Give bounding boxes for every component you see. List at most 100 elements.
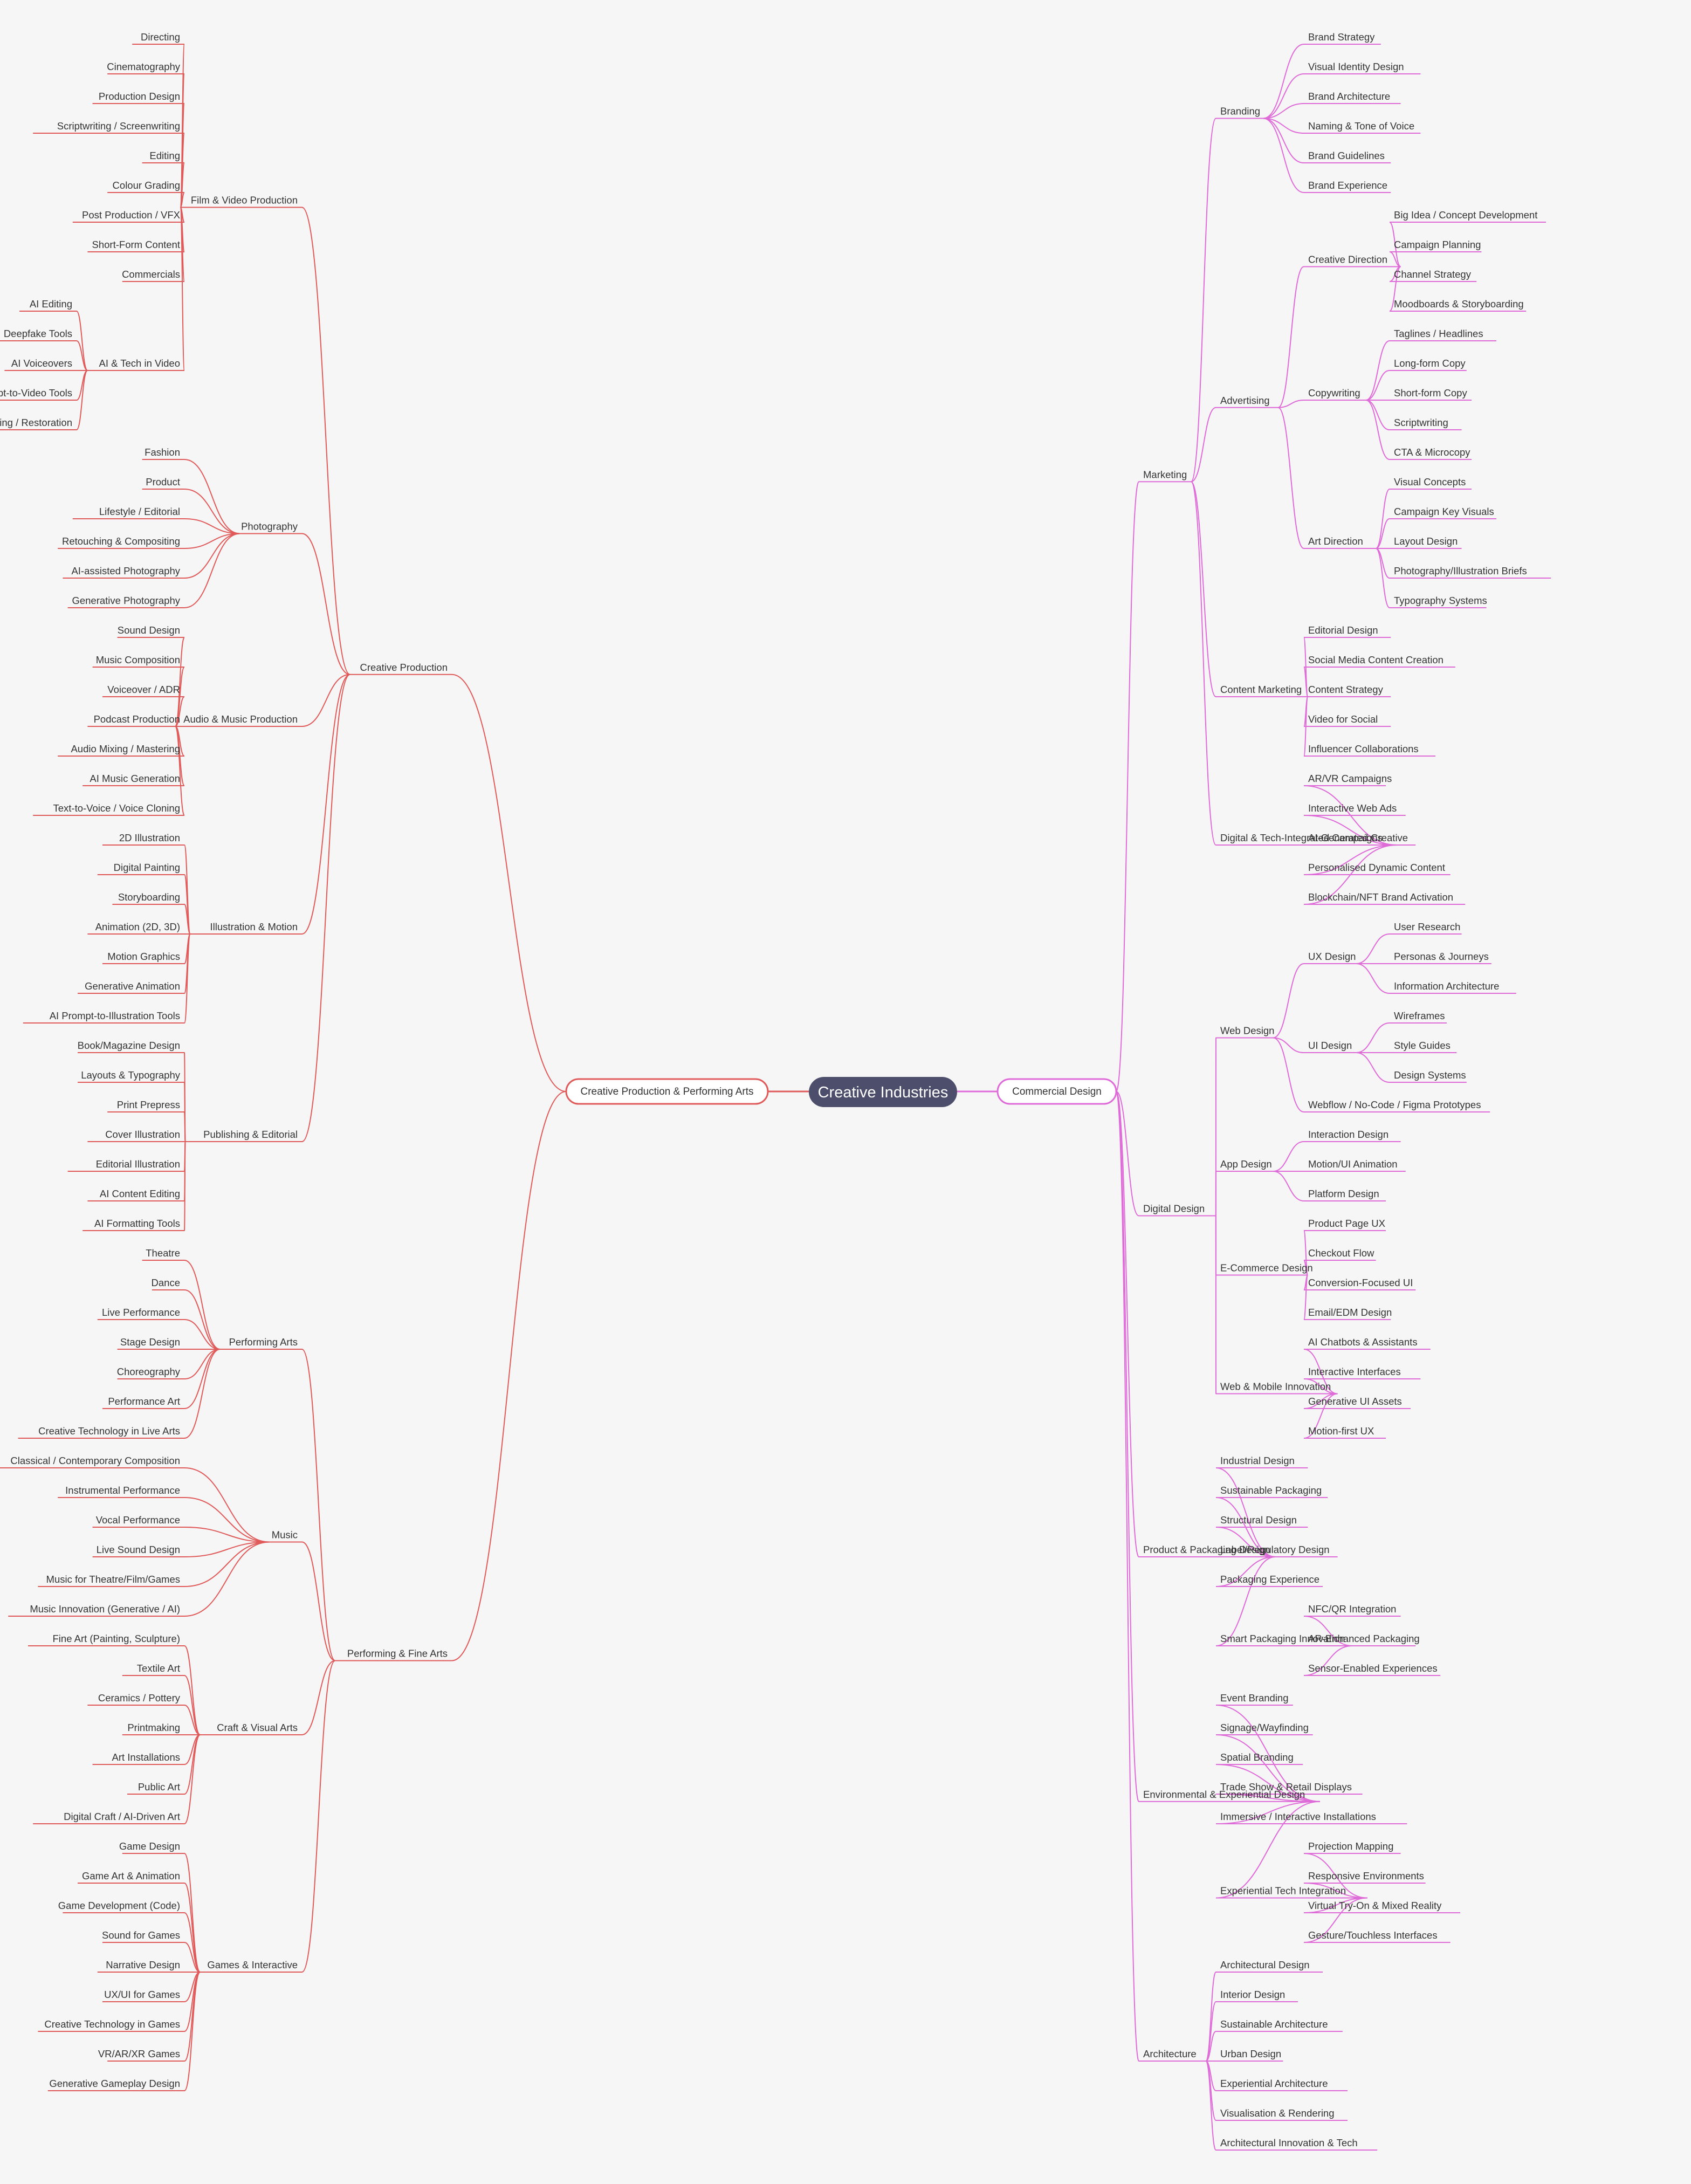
- node-photography-illustration-briefs[interactable]: Photography/Illustration Briefs: [1394, 565, 1527, 576]
- node-advertising[interactable]: Advertising: [1220, 395, 1270, 406]
- node-ai-prompt-to-illustration-tools[interactable]: AI Prompt-to-Illustration Tools: [50, 1010, 180, 1021]
- node-printmaking[interactable]: Printmaking: [127, 1722, 180, 1733]
- node-content-marketing[interactable]: Content Marketing: [1220, 684, 1302, 695]
- node-film-video-production[interactable]: Film & Video Production: [191, 195, 298, 206]
- node-creative-technology-in-live-arts[interactable]: Creative Technology in Live Arts: [38, 1425, 180, 1437]
- node-photography[interactable]: Photography: [241, 521, 298, 532]
- node-email-edm-design[interactable]: Email/EDM Design: [1308, 1307, 1392, 1318]
- node-design-systems[interactable]: Design Systems: [1394, 1069, 1466, 1081]
- node-structural-design[interactable]: Structural Design: [1220, 1514, 1297, 1526]
- node-brand-strategy[interactable]: Brand Strategy: [1308, 31, 1375, 43]
- node-creative-production[interactable]: Creative Production: [360, 662, 448, 673]
- node-environmental-experiential-design[interactable]: Environmental & Experiential Design: [1143, 1789, 1305, 1800]
- node-e-commerce-design[interactable]: E-Commerce Design: [1220, 1262, 1313, 1274]
- node-text-to-voice-voice-cloning[interactable]: Text-to-Voice / Voice Cloning: [53, 802, 181, 814]
- root-node[interactable]: Creative Industries: [809, 1077, 957, 1107]
- node-ceramics-pottery[interactable]: Ceramics / Pottery: [98, 1692, 181, 1704]
- node-storyboarding[interactable]: Storyboarding: [118, 891, 180, 903]
- node-dance[interactable]: Dance: [152, 1277, 180, 1288]
- node-vr-ar-xr-games[interactable]: VR/AR/XR Games: [98, 2048, 180, 2059]
- node-ai-generated-creative[interactable]: AI-Generated Creative: [1308, 832, 1408, 843]
- node-digital-design[interactable]: Digital Design: [1143, 1203, 1205, 1214]
- node-branding[interactable]: Branding: [1220, 106, 1260, 117]
- node-campaign-key-visuals[interactable]: Campaign Key Visuals: [1394, 506, 1494, 517]
- node-public-art[interactable]: Public Art: [138, 1781, 180, 1792]
- node-retouching-compositing[interactable]: Retouching & Compositing: [62, 535, 180, 547]
- node-wireframes[interactable]: Wireframes: [1394, 1010, 1445, 1021]
- node-packaging-experience[interactable]: Packaging Experience: [1220, 1574, 1319, 1585]
- node-ai-content-editing[interactable]: AI Content Editing: [100, 1188, 180, 1199]
- node-platform-design[interactable]: Platform Design: [1308, 1188, 1379, 1199]
- node-creative-technology-in-games[interactable]: Creative Technology in Games: [44, 2018, 180, 2030]
- node-ai-tech-in-video[interactable]: AI & Tech in Video: [99, 358, 180, 369]
- node-audio-mixing-mastering[interactable]: Audio Mixing / Mastering: [71, 743, 180, 754]
- node-publishing-editorial[interactable]: Publishing & Editorial: [203, 1129, 298, 1140]
- node-projection-mapping[interactable]: Projection Mapping: [1308, 1840, 1393, 1852]
- node-sensor-enabled-experiences[interactable]: Sensor-Enabled Experiences: [1308, 1663, 1438, 1674]
- node-generative-ui-assets[interactable]: Generative UI Assets: [1308, 1396, 1402, 1407]
- node-illustration-motion[interactable]: Illustration & Motion: [210, 921, 298, 932]
- node-copywriting[interactable]: Copywriting: [1308, 387, 1360, 399]
- node-vocal-performance[interactable]: Vocal Performance: [96, 1514, 180, 1526]
- node-sound-design[interactable]: Sound Design: [118, 624, 180, 636]
- node-layouts-typography[interactable]: Layouts & Typography: [81, 1069, 181, 1081]
- left-branch-node[interactable]: Creative Production & Performing Arts: [565, 1078, 769, 1105]
- node-architecture[interactable]: Architecture: [1143, 2048, 1197, 2059]
- node-content-strategy[interactable]: Content Strategy: [1308, 684, 1384, 695]
- node-digital-painting[interactable]: Digital Painting: [114, 862, 180, 873]
- node-product[interactable]: Product: [146, 476, 180, 487]
- node-interactive-web-ads[interactable]: Interactive Web Ads: [1308, 802, 1397, 814]
- node-responsive-environments[interactable]: Responsive Environments: [1308, 1870, 1424, 1881]
- node-fine-art-painting-sculpture[interactable]: Fine Art (Painting, Sculpture): [53, 1633, 181, 1644]
- node-commercials[interactable]: Commercials: [122, 269, 180, 280]
- node-instrumental-performance[interactable]: Instrumental Performance: [65, 1485, 180, 1496]
- node-game-art-animation[interactable]: Game Art & Animation: [82, 1870, 180, 1881]
- node-ux-ui-for-games[interactable]: UX/UI for Games: [104, 1989, 180, 2000]
- node-digital-tech-integrated-campaigns[interactable]: Digital & Tech-Integrated Campaigns: [1220, 832, 1383, 843]
- node-layout-design[interactable]: Layout Design: [1394, 535, 1458, 547]
- node-ai-voiceovers[interactable]: AI Voiceovers: [11, 358, 72, 369]
- node-product-page-ux[interactable]: Product Page UX: [1308, 1218, 1385, 1229]
- node-event-branding[interactable]: Event Branding: [1220, 1692, 1289, 1704]
- node-print-prepress[interactable]: Print Prepress: [117, 1099, 180, 1110]
- node-podcast-production[interactable]: Podcast Production: [94, 713, 180, 725]
- node-sustainable-architecture[interactable]: Sustainable Architecture: [1220, 2018, 1328, 2030]
- node-fashion[interactable]: Fashion: [145, 447, 180, 458]
- node-gesture-touchless-interfaces[interactable]: Gesture/Touchless Interfaces: [1308, 1929, 1438, 1941]
- node-naming-tone-of-voice[interactable]: Naming & Tone of Voice: [1308, 120, 1414, 132]
- node-short-form-copy[interactable]: Short-form Copy: [1394, 387, 1467, 399]
- node-short-form-content[interactable]: Short-Form Content: [92, 239, 180, 250]
- node-choreography[interactable]: Choreography: [117, 1366, 181, 1377]
- node-performing-arts[interactable]: Performing Arts: [229, 1336, 298, 1348]
- node-generative-photography[interactable]: Generative Photography: [72, 595, 180, 606]
- node-architectural-innovation-tech[interactable]: Architectural Innovation & Tech: [1220, 2137, 1358, 2148]
- node-music[interactable]: Music: [272, 1529, 298, 1541]
- node-typography-systems[interactable]: Typography Systems: [1394, 595, 1487, 606]
- node-channel-strategy[interactable]: Channel Strategy: [1394, 269, 1472, 280]
- node-signage-wayfinding[interactable]: Signage/Wayfinding: [1220, 1722, 1309, 1733]
- node-label-regulatory-design[interactable]: Label/Regulatory Design: [1220, 1544, 1330, 1555]
- node-colour-grading[interactable]: Colour Grading: [113, 180, 180, 191]
- node-digital-craft-ai-driven-art[interactable]: Digital Craft / AI-Driven Art: [64, 1811, 180, 1822]
- node-interactive-interfaces[interactable]: Interactive Interfaces: [1308, 1366, 1401, 1377]
- node-live-sound-design[interactable]: Live Sound Design: [97, 1544, 180, 1555]
- node-virtual-try-on-mixed-reality[interactable]: Virtual Try-On & Mixed Reality: [1308, 1900, 1442, 1911]
- node-big-idea-concept-development[interactable]: Big Idea / Concept Development: [1394, 209, 1537, 221]
- node-style-guides[interactable]: Style Guides: [1394, 1040, 1451, 1051]
- node-sound-for-games[interactable]: Sound for Games: [102, 1929, 180, 1941]
- right-branch-node[interactable]: Commercial Design: [996, 1078, 1117, 1105]
- node-live-performance[interactable]: Live Performance: [102, 1307, 180, 1318]
- node-scriptwriting[interactable]: Scriptwriting: [1394, 417, 1448, 428]
- node-web-mobile-innovation[interactable]: Web & Mobile Innovation: [1220, 1381, 1331, 1392]
- node-music-innovation-generative-ai[interactable]: Music Innovation (Generative / AI): [30, 1603, 180, 1615]
- node-campaign-planning[interactable]: Campaign Planning: [1394, 239, 1481, 250]
- node-game-development-code[interactable]: Game Development (Code): [58, 1900, 180, 1911]
- node-ai-editing[interactable]: AI Editing: [30, 298, 72, 310]
- node-editorial-design[interactable]: Editorial Design: [1308, 624, 1378, 636]
- node-voiceover-adr[interactable]: Voiceover / ADR: [107, 684, 180, 695]
- node-industrial-design[interactable]: Industrial Design: [1220, 1455, 1295, 1466]
- node-theatre[interactable]: Theatre: [146, 1247, 180, 1259]
- node-prompt-to-video-tools[interactable]: Prompt-to-Video Tools: [0, 387, 72, 399]
- node-taglines-headlines[interactable]: Taglines / Headlines: [1394, 328, 1483, 339]
- node-smart-packaging-innovation[interactable]: Smart Packaging Innovation: [1220, 1633, 1345, 1644]
